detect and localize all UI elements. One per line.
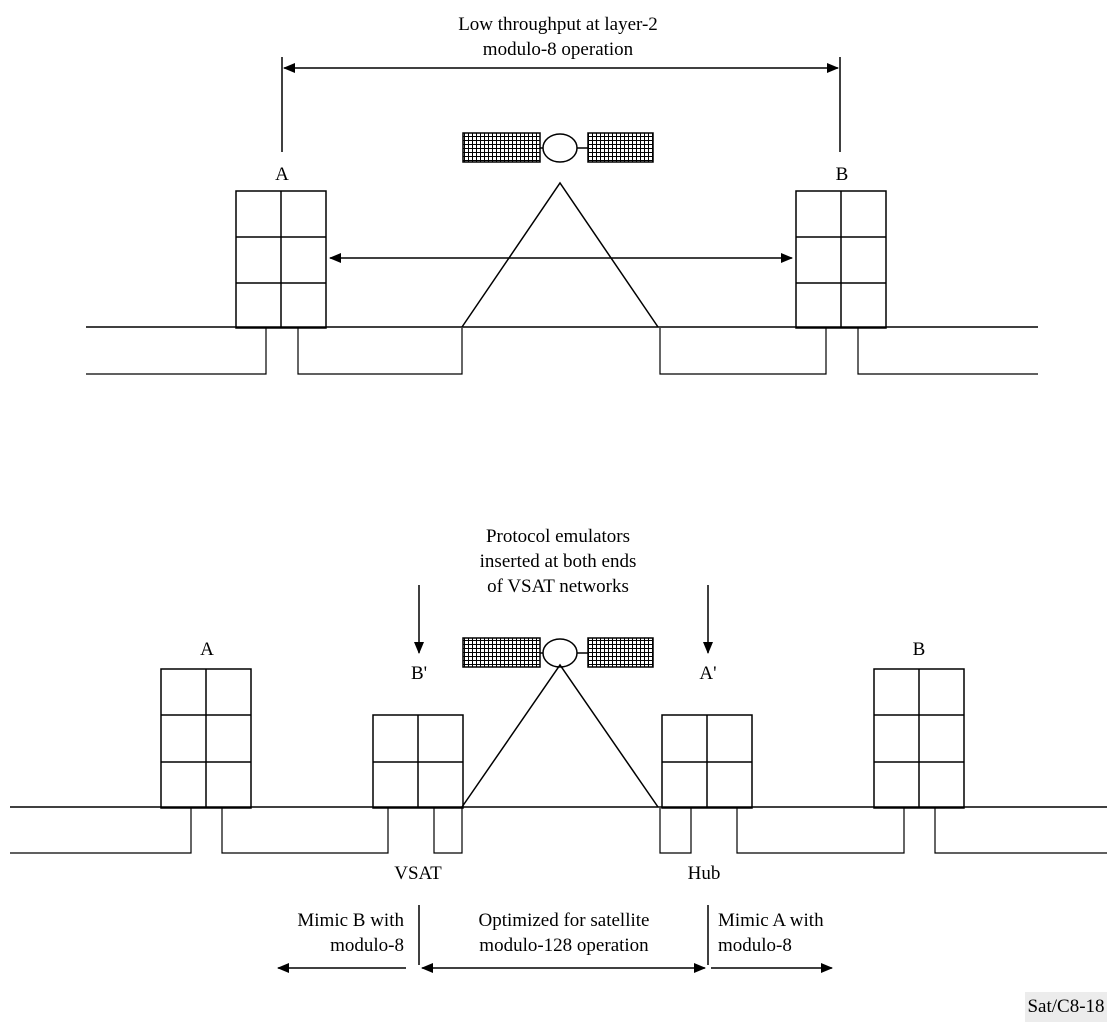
bottom-node-b-box <box>873 668 965 809</box>
optimized-line1: Optimized for satellite <box>479 910 650 931</box>
emulator-b-prime-label: B' <box>411 663 427 684</box>
bottom-node-b-label: B <box>913 639 926 660</box>
hub-label: Hub <box>688 863 721 884</box>
satellite-icon <box>462 132 654 163</box>
top-annotation-line1: Low throughput at layer-2 <box>458 14 658 35</box>
vsat-label: VSAT <box>394 863 442 884</box>
mimic-a-line1: Mimic A with <box>718 910 824 931</box>
bottom-annotation-line1: Protocol emulators <box>486 526 630 547</box>
top-line-segment <box>857 328 1038 375</box>
top-node-b-box <box>795 190 887 329</box>
bottom-line-segment <box>659 808 692 854</box>
top-line-segment <box>297 328 463 375</box>
mimic-a-line2: modulo-8 <box>718 935 792 956</box>
bottom-annotation-line3: of VSAT networks <box>487 576 629 597</box>
top-node-b-label: B <box>836 164 849 185</box>
top-node-a-box <box>235 190 327 329</box>
optimized-line2: modulo-128 operation <box>479 935 649 956</box>
bottom-node-a-label: A <box>200 639 214 660</box>
bottom-line-segment <box>433 808 463 854</box>
emulator-a-prime-label: A' <box>699 663 716 684</box>
bottom-scenario: Protocol emulators inserted at both ends… <box>10 526 1107 973</box>
top-scenario: Low throughput at layer-2 modulo-8 opera… <box>86 14 1038 375</box>
satellite-link <box>461 663 659 808</box>
bottom-line-segment <box>221 808 389 854</box>
bottom-line-segment <box>736 808 905 854</box>
figure-id: Sat/C8-18 <box>1025 992 1107 1022</box>
emulator-b-prime-box <box>372 714 464 809</box>
bottom-node-a-box <box>160 668 252 809</box>
bottom-line-segment <box>10 808 192 854</box>
satellite-icon <box>462 637 654 668</box>
emulator-a-prime-box <box>661 714 753 809</box>
bottom-annotation-line2: inserted at both ends <box>480 551 637 572</box>
top-annotation-line2: modulo-8 operation <box>483 39 634 60</box>
mimic-b-line1: Mimic B with <box>297 910 404 931</box>
top-line-segment <box>659 328 827 375</box>
mimic-b-line2: modulo-8 <box>330 935 404 956</box>
bottom-line-segment <box>934 808 1107 854</box>
top-node-a-label: A <box>275 164 289 185</box>
satellite-link <box>461 181 659 328</box>
top-line-segment <box>86 328 267 375</box>
